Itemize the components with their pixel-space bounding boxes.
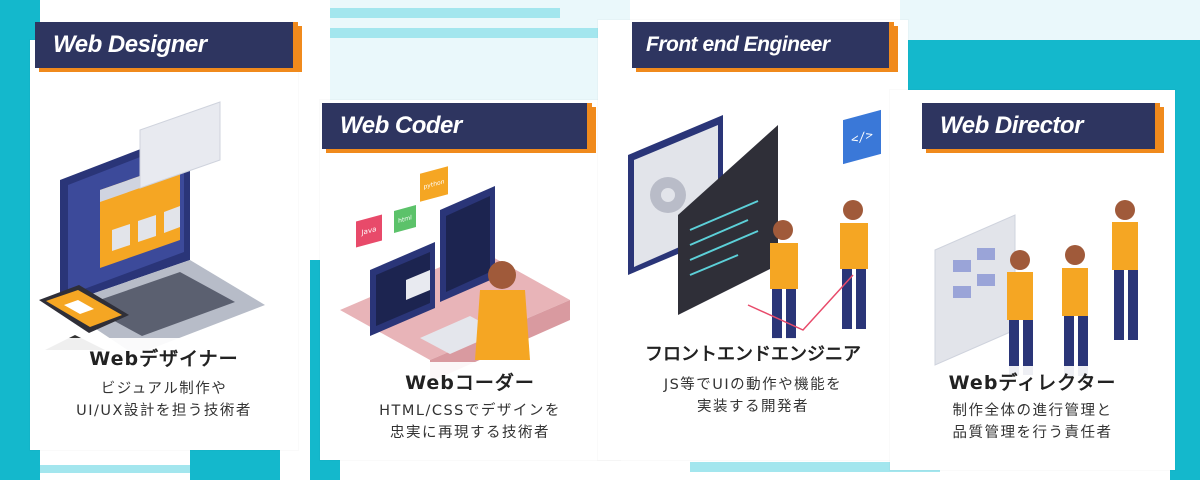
- light-bar-2: [330, 28, 630, 38]
- python-badge-label: python: [423, 177, 445, 191]
- teal-bg-right-top: [890, 40, 1200, 90]
- role-description-line1: JS等でUIの動作や機能を: [663, 377, 843, 393]
- code-badge-label: </>: [851, 127, 873, 147]
- light-bar-4: [690, 462, 940, 472]
- title-label: Web Designer: [53, 31, 207, 58]
- card-text: Webデザイナー ビジュアル制作や UI/UX設計を担う技術者: [30, 338, 298, 438]
- role-description-line1: 制作全体の進行管理と: [952, 403, 1113, 419]
- role-description-line2: 品質管理を行う責任者: [952, 425, 1113, 441]
- role-description-line1: HTML/CSSでデザインを: [379, 403, 561, 419]
- card-web-designer[interactable]: Webデザイナー ビジュアル制作や UI/UX設計を担う技術者: [30, 40, 298, 450]
- title-label: Web Coder: [340, 112, 462, 139]
- pale-band-right: [900, 0, 1200, 40]
- role-name: フロントエンドエンジニア: [645, 344, 861, 365]
- director-whiteboard-illustration: [934, 200, 1138, 376]
- smartphone-illustration: [39, 285, 129, 333]
- title-label: Web Director: [940, 112, 1083, 139]
- role-description-line1: ビジュアル制作や: [100, 381, 228, 397]
- role-name: Webデザイナー: [89, 348, 239, 370]
- title-tag-web-designer: Web Designer: [35, 22, 298, 68]
- title-tag-web-director: Web Director: [922, 103, 1160, 149]
- engineer-board-illustration: [628, 115, 868, 339]
- laptop-illustration: [45, 101, 265, 350]
- card-web-coder[interactable]: Java html python Webコーダー HTML/CSSでデザインを …: [320, 100, 620, 460]
- light-bar-5: [40, 465, 190, 473]
- role-name: Webコーダー: [405, 372, 535, 394]
- title-label: Front end Engineer: [646, 33, 830, 56]
- role-description-line2: UI/UX設計を担う技術者: [76, 403, 252, 419]
- light-bar-1: [330, 8, 560, 18]
- card-text: Webコーダー HTML/CSSでデザインを 忠実に再現する技術者: [320, 362, 620, 454]
- card-web-director[interactable]: Webディレクター 制作全体の進行管理と 品質管理を行う責任者: [890, 90, 1175, 470]
- coder-desk-illustration: [340, 186, 570, 382]
- title-tag-web-coder: Web Coder: [322, 103, 592, 149]
- card-text: Webディレクター 制作全体の進行管理と 品質管理を行う責任者: [890, 366, 1175, 462]
- card-front-end-engineer[interactable]: </> フロントエンドエンジニア JS等でUIの動作や機能を 実装する開発者: [598, 20, 908, 460]
- role-description-line2: 忠実に再現する技術者: [390, 425, 550, 441]
- java-badge-label: Java: [361, 225, 377, 237]
- card-text: フロントエンドエンジニア JS等でUIの動作や機能を 実装する開発者: [598, 338, 908, 438]
- role-description-line2: 実装する開発者: [697, 399, 809, 415]
- html-badge-label: html: [398, 213, 412, 225]
- title-tag-front-end-engineer: Front end Engineer: [632, 22, 894, 68]
- teal-bg-right: [1170, 90, 1200, 480]
- role-name: Webディレクター: [948, 372, 1117, 394]
